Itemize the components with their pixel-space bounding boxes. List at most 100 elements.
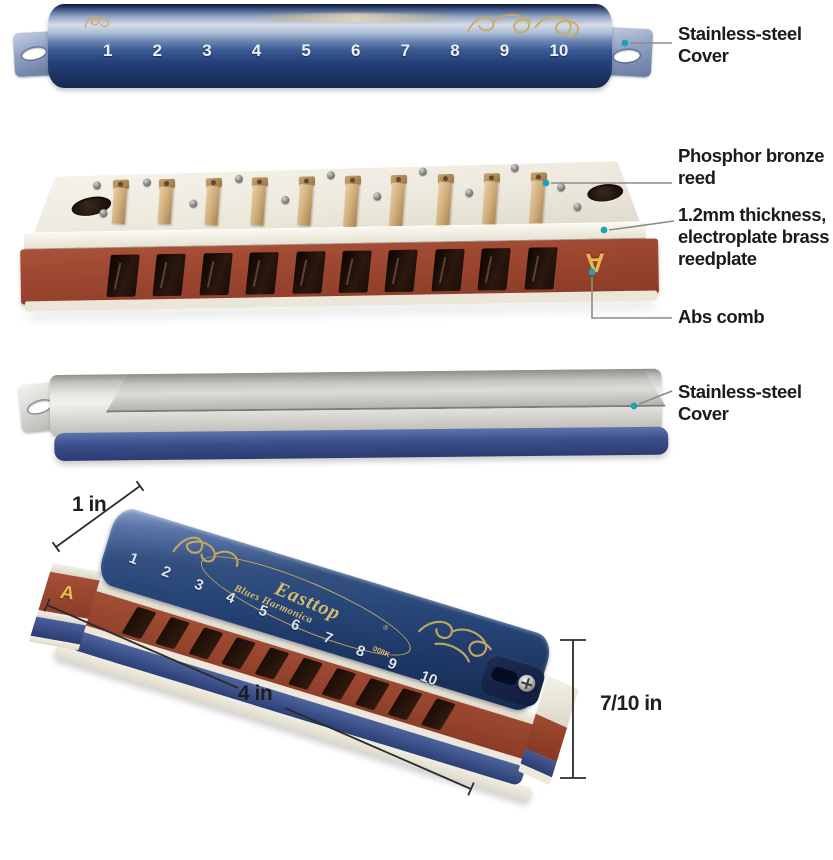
comb-chamber [154,616,190,650]
reed-rivet [257,179,263,185]
reedplate-rivet [573,202,582,211]
comb-chamber [188,627,224,660]
cover-end-tab [477,651,548,710]
hole-number: 9 [499,41,510,60]
ornament-scroll-icon [172,536,239,568]
comb-chamber [245,252,280,295]
callout-stainless-cover-top: Stainless-steel Cover [678,23,833,67]
dimension-label-depth: 1 in [72,493,107,516]
reedplate-and-comb: A [13,157,664,318]
chamber-reed-glint [485,256,493,283]
hole-number: 2 [152,41,163,60]
reed-rivet [442,176,448,182]
callout-line: Abs comb [678,306,765,327]
phosphor-bronze-reed [204,185,220,226]
screw-icon [516,672,538,695]
chamber-reed-glint [160,261,168,289]
callout-line: reed [678,167,716,188]
reed-rivet [349,177,356,183]
reed-rivet [164,180,170,187]
cover-blue-edge [54,426,669,462]
reed-rivet [210,180,216,186]
comb-chamber [291,251,326,294]
hole-number: 10 [549,41,569,60]
callout-line: Cover [678,45,729,66]
callout-line: Cover [678,403,729,424]
hole-number: 1 [126,549,141,569]
comb-chamber [387,688,423,721]
chamber-reed-glint [299,259,307,286]
reed-rivet [303,178,309,184]
callout-stainless-cover-bottom: Stainless-steel Cover [678,381,833,425]
reedplate-rivet [281,195,290,204]
chamber-reed-glint [392,257,400,285]
comb-chamber [338,250,372,294]
comb-chamber [354,677,390,711]
chamber-reed-glint [253,260,261,287]
reedplate-rivet [465,188,474,197]
callout-line: reedplate [678,248,757,269]
reed-rivet [396,176,402,182]
reedplate-rivet [418,167,427,176]
tab-screw-hole [613,48,641,64]
chamber-reed-glint [345,258,354,285]
tab-screw-hole [21,45,47,62]
callout-line: Stainless-steel [678,381,802,402]
ornament-scroll-icon [418,620,492,663]
cover-ridge [106,369,666,413]
comb-chamber [321,667,357,701]
callout-phosphor-bronze-reed: Phosphor bronze reed [678,145,833,189]
comb-chamber [384,249,419,293]
hole-number: 6 [351,41,361,60]
comb-chamber [421,698,457,731]
comb-chamber [287,657,323,690]
callout-line: 1.2mm thickness, [678,204,826,225]
hole-number: 2 [159,562,173,582]
comb-chamber [254,647,290,680]
comb-chamber [523,247,558,290]
dimension-tick [51,541,61,553]
hole-number: 3 [191,575,206,595]
reedplate-rivet [99,209,108,218]
reed-rivet [489,175,495,181]
reedplate-rivet [92,181,102,190]
callout-brass-reedplate: 1.2mm thickness, electroplate brass reed… [678,204,833,270]
hole-number: 4 [251,41,262,60]
product-diagram-page: { "callouts": [ {"id": "cover-top", "lin… [0,0,833,800]
phosphor-bronze-reed [296,184,313,227]
reedplate-rivet [557,183,566,192]
reedplate-rivet [189,199,198,208]
callout-line: Stainless-steel [678,23,802,44]
hole-number: 7 [400,41,411,60]
dimension-label-length: 4 in [238,682,273,705]
chamber-reed-glint [531,255,539,282]
comb-chamber [477,247,511,291]
bottom-cover-inside-view [17,365,671,467]
comb-chamber [199,252,233,296]
key-letter: A [585,247,606,278]
callout-line: electroplate brass [678,226,830,247]
hole-number: 3 [202,41,212,60]
ornament-scroll-icon [466,13,580,38]
dimension-tick [135,480,145,492]
comb-chamber [106,254,140,298]
phosphor-bronze-reed [528,180,545,229]
hole-number: 8 [450,41,460,60]
dimension-label-height: 7/10 in [600,692,662,715]
callout-abs-comb: Abs comb [678,306,833,328]
hole-number: 5 [301,41,311,60]
reed-rivet [535,174,541,180]
comb-chamber [121,606,157,640]
chamber-reed-glint [113,262,122,289]
engraved-logo-streak [248,13,463,22]
chamber-reed-glint [438,257,447,284]
reed-rivet [117,181,124,187]
phosphor-bronze-reed [111,187,128,225]
chamber-reed-glint [206,261,215,288]
key-letter: A [57,582,77,605]
comb-chamber [431,248,465,292]
